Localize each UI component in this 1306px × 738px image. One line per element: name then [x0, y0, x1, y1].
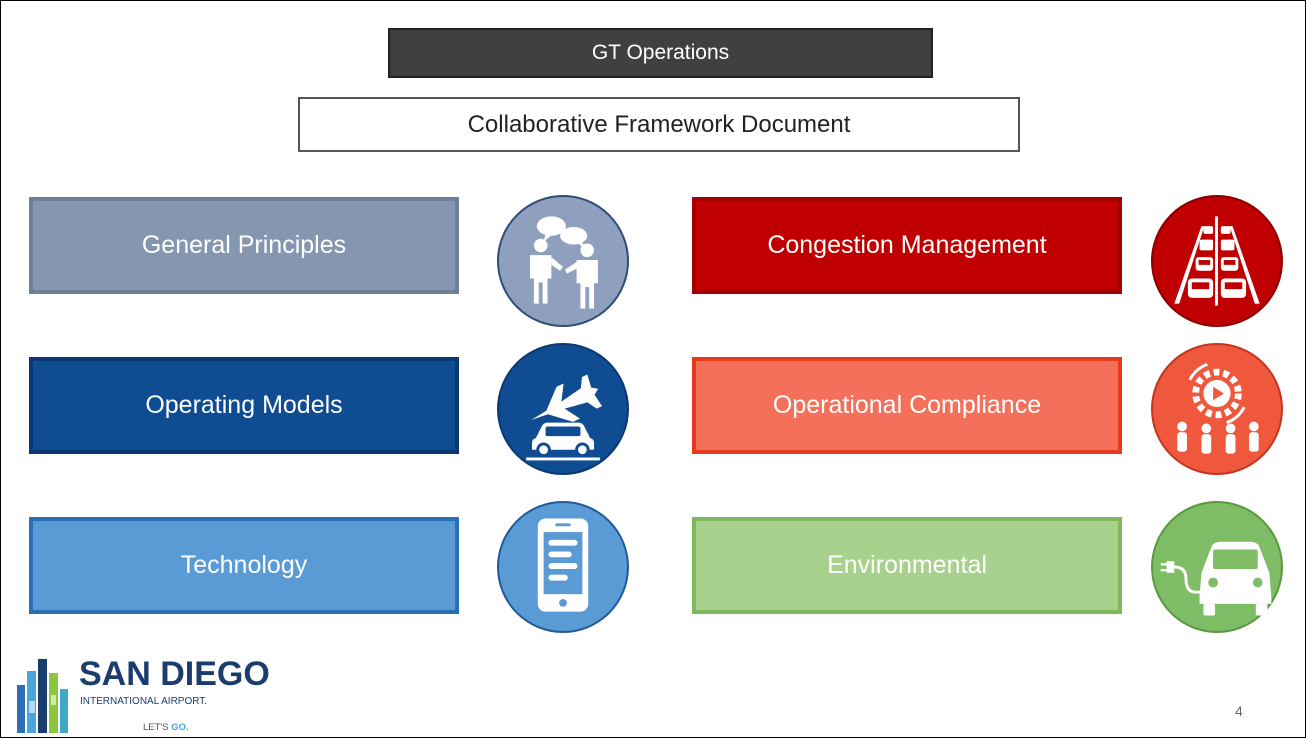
environmental-label: Environmental [827, 551, 987, 579]
plane-and-car-icon [497, 343, 629, 475]
operating-models-box: Operating Models [29, 357, 459, 454]
operating-models-label: Operating Models [145, 391, 343, 419]
page-number: 4 [1235, 703, 1243, 719]
logo-subtitle: INTERNATIONAL AIRPORT. [80, 696, 208, 707]
logo-tagline-prefix: LET'S [143, 722, 169, 733]
technology-label: Technology [180, 551, 308, 579]
conversation-people-icon [497, 195, 629, 327]
operational-compliance-label: Operational Compliance [772, 391, 1042, 419]
smartphone-icon [497, 501, 629, 633]
congestion-management-box: Congestion Management [692, 197, 1122, 294]
logo-tagline: LET'S GO. [143, 722, 189, 733]
electric-car-icon [1151, 501, 1283, 633]
environmental-box: Environmental [692, 517, 1122, 614]
gear-and-people-icon [1151, 343, 1283, 475]
technology-box: Technology [29, 517, 459, 614]
operational-compliance-box: Operational Compliance [692, 357, 1122, 454]
slide-title: GT Operations [591, 41, 730, 64]
slide-subtitle-banner: Collaborative Framework Document [298, 97, 1020, 152]
logo-tagline-go: GO. [171, 722, 189, 733]
slide-title-banner: GT Operations [388, 28, 933, 78]
traffic-congestion-icon [1151, 195, 1283, 327]
slide-subtitle: Collaborative Framework Document [467, 110, 851, 138]
congestion-management-label: Congestion Management [767, 231, 1047, 259]
general-principles-box: General Principles [29, 197, 459, 294]
logo-wordmark: SAN DIEGO [79, 655, 270, 693]
san-diego-airport-logo: SAN DIEGO INTERNATIONAL AIRPORT. LET'S G… [15, 651, 270, 737]
general-principles-label: General Principles [141, 231, 347, 259]
logo-mark-icon [17, 659, 68, 733]
